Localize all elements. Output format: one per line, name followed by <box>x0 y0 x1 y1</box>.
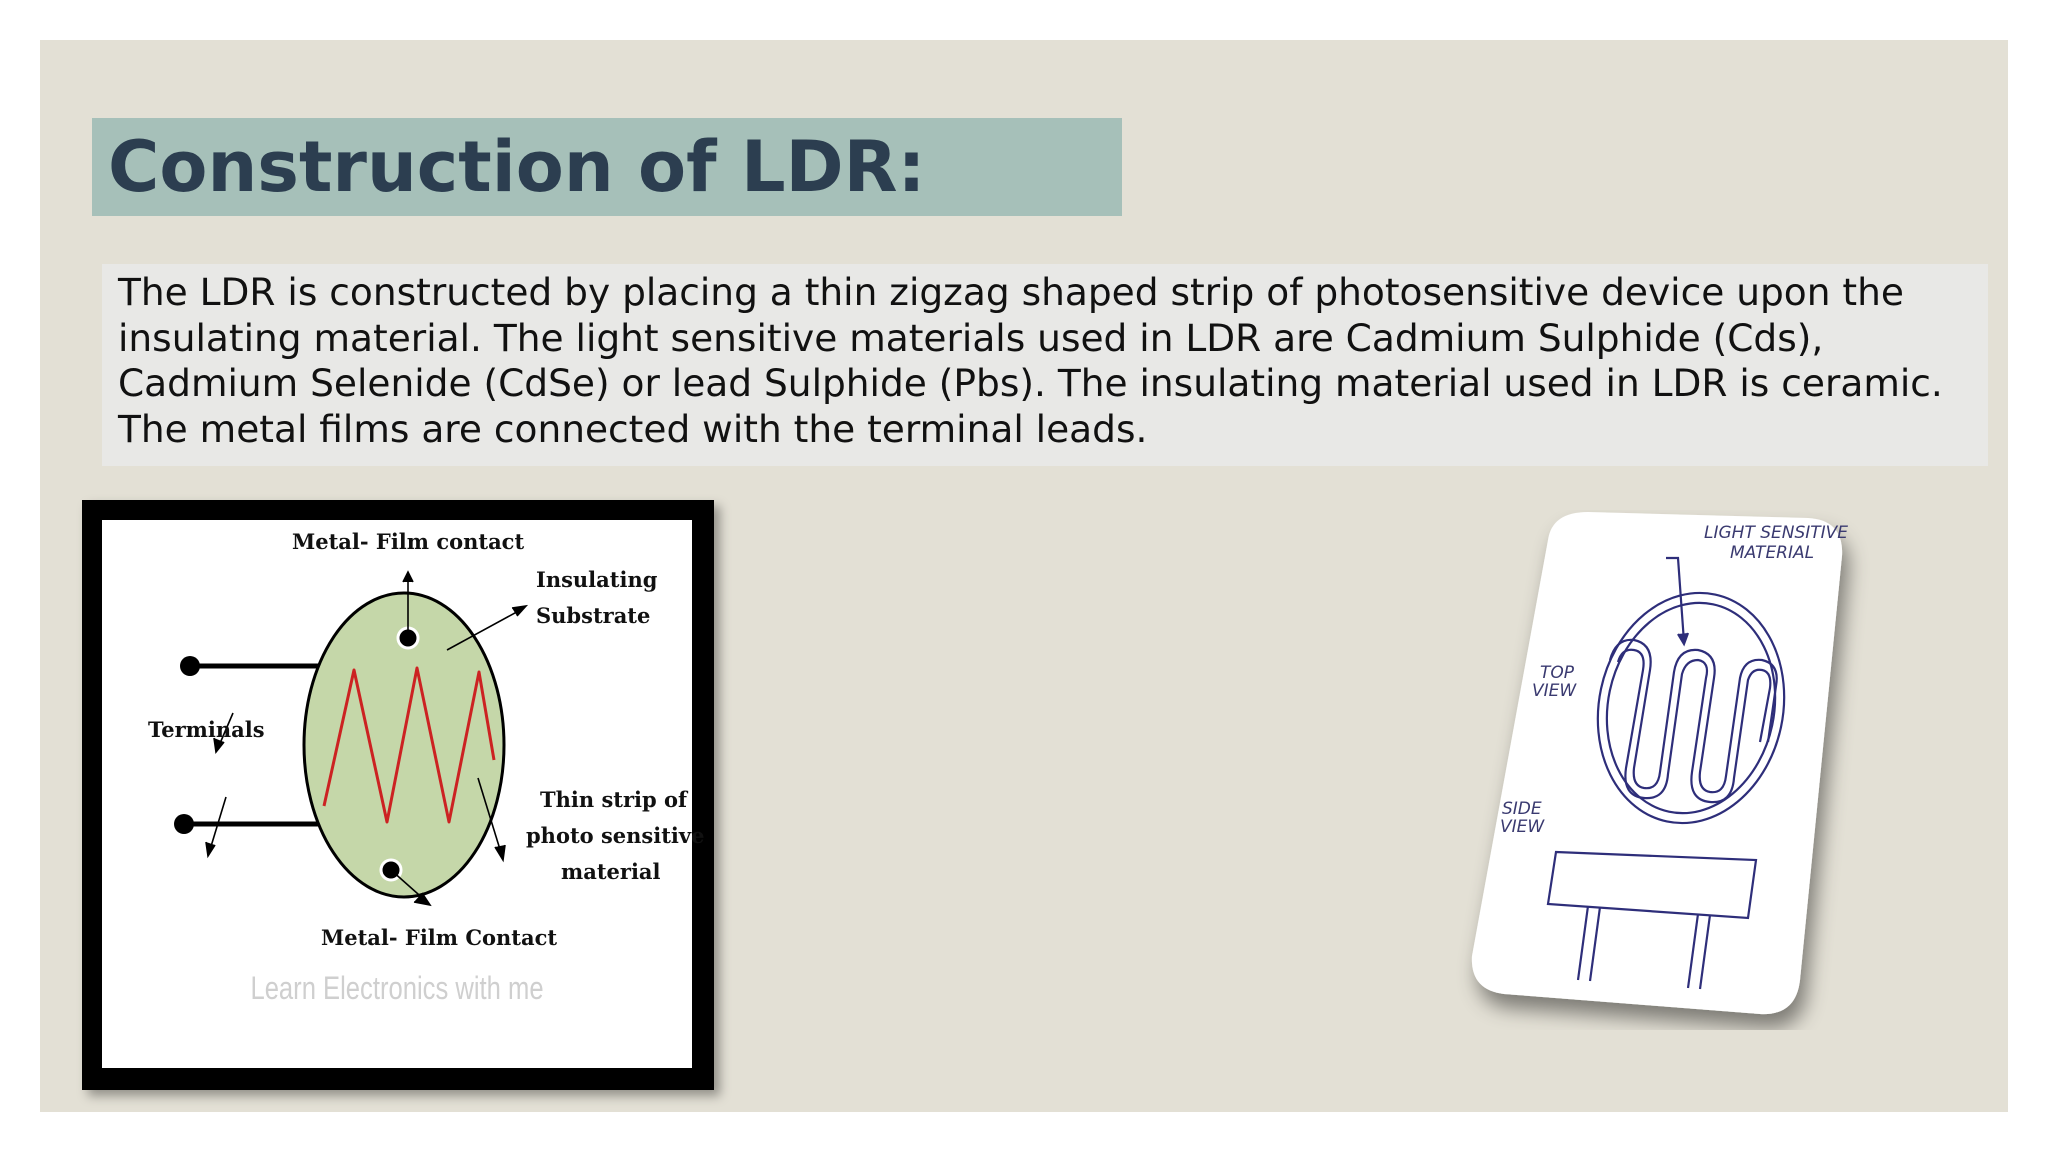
ldr-construction-figure: Metal- Film contact Insulating Substrate… <box>82 500 714 1090</box>
terminal-dot-top <box>180 656 200 676</box>
ldr-construction-svg <box>174 570 529 907</box>
ldr-views-svg <box>1471 512 1843 1015</box>
top-view-drawing <box>1596 556 1786 825</box>
photosensitive-zigzag <box>322 666 496 824</box>
label-thin-strip: Thin strip of <box>540 787 688 812</box>
label-terminals: Terminals <box>148 717 265 742</box>
label-material-right: MATERIAL <box>1730 543 1815 563</box>
terminal-dot-bottom <box>174 814 194 834</box>
body-paragraph: The LDR is constructed by placing a thin… <box>118 270 1943 451</box>
side-view-drawing <box>1546 850 1758 990</box>
label-substrate: Substrate <box>536 603 651 628</box>
label-insulating: Insulating <box>536 567 658 592</box>
card-body <box>1471 512 1843 1015</box>
slide: Construction of LDR: The LDR is construc… <box>40 40 2008 1112</box>
ldr-construction-diagram: Metal- Film contact Insulating Substrate… <box>102 520 704 1068</box>
label-metal-film-contact-top: Metal- Film contact <box>292 529 525 554</box>
label-top-view: VIEW <box>1532 681 1577 701</box>
body-text-box: The LDR is constructed by placing a thin… <box>102 264 1988 466</box>
title-bar: Construction of LDR: <box>92 118 1122 216</box>
label-light-sensitive: LIGHT SENSITIVE <box>1704 523 1849 543</box>
slide-title: Construction of LDR: <box>108 126 926 208</box>
label-top: TOP <box>1540 663 1575 683</box>
label-side: SIDE <box>1502 799 1542 819</box>
ldr-views-card: LIGHT SENSITIVE MATERIAL TOP VIEW SIDE V… <box>1448 510 1888 1030</box>
pointer-arrows <box>205 570 529 907</box>
label-metal-film-contact-bottom: Metal- Film Contact <box>321 925 558 950</box>
label-material: material <box>561 859 661 884</box>
watermark-text: Learn Electronics with me <box>250 970 544 1006</box>
label-side-view: VIEW <box>1500 817 1545 837</box>
label-photo-sensitive: photo sensitive <box>526 823 705 848</box>
